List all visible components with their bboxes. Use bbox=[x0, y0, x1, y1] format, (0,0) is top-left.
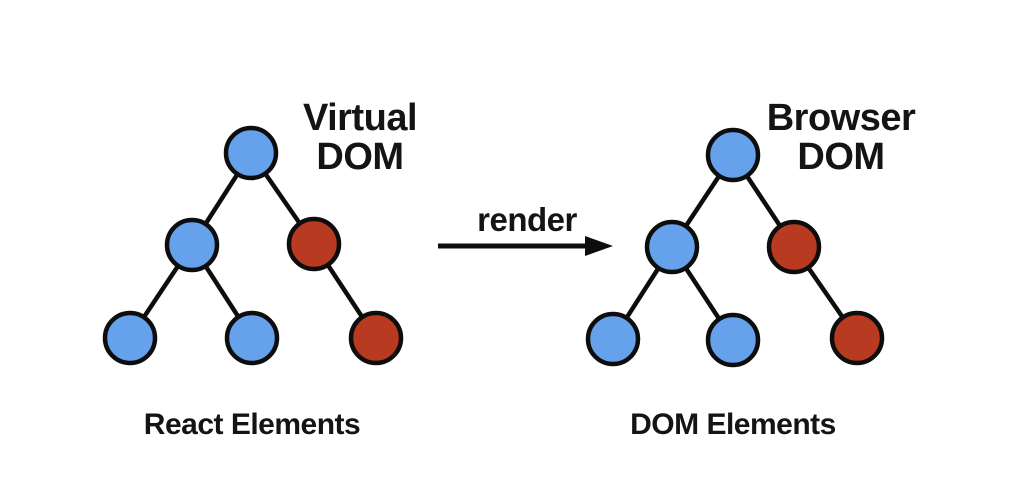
tree-node-blue bbox=[164, 217, 220, 273]
virtual-dom-title-line1: Virtual bbox=[303, 97, 417, 139]
tree-node-red bbox=[766, 219, 822, 275]
virtual-dom-tree bbox=[102, 125, 404, 366]
tree-node-blue bbox=[585, 311, 641, 367]
browser-dom-tree bbox=[585, 127, 885, 368]
virtual-dom-title-line2: DOM bbox=[316, 136, 403, 178]
tree-node-red bbox=[829, 310, 885, 366]
tree-node-blue bbox=[705, 127, 761, 183]
tree-node-blue bbox=[224, 310, 280, 366]
tree-node-blue bbox=[223, 125, 279, 181]
tree-node-red bbox=[348, 310, 404, 366]
react-elements-caption: React Elements bbox=[144, 408, 360, 441]
tree-node-red bbox=[286, 216, 342, 272]
tree-node-blue bbox=[705, 312, 761, 368]
render-arrow: render bbox=[438, 201, 613, 256]
render-arrow-label: render bbox=[477, 201, 577, 238]
browser-dom-title-line1: Browser bbox=[767, 97, 916, 139]
browser-dom-title-line2: DOM bbox=[797, 136, 884, 178]
tree-node-blue bbox=[102, 310, 158, 366]
tree-node-blue bbox=[644, 219, 700, 275]
dom-elements-caption: DOM Elements bbox=[630, 408, 836, 441]
render-arrow-head bbox=[585, 236, 613, 256]
